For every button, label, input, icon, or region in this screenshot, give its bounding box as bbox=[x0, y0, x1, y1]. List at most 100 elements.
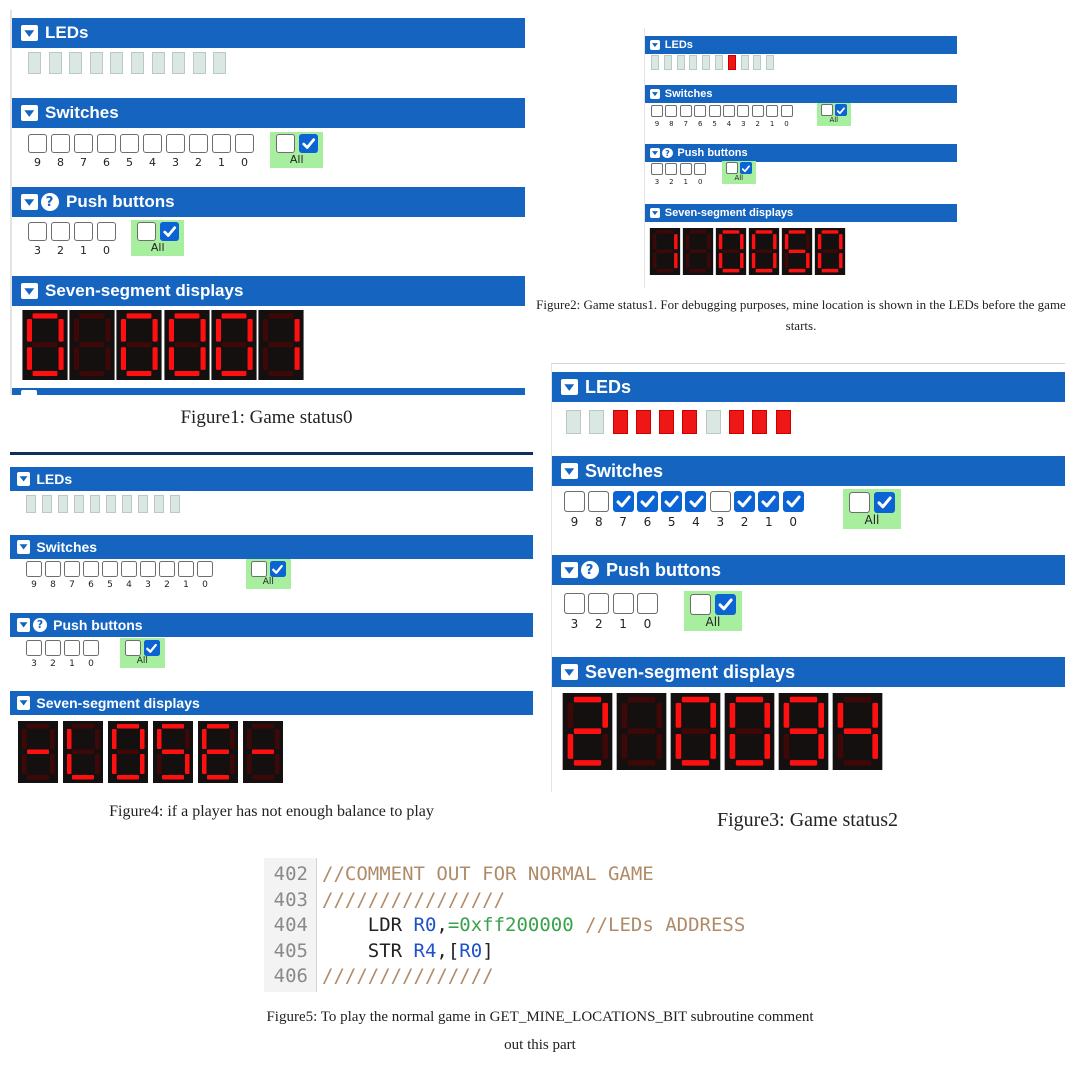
switch-0-checkbox[interactable] bbox=[235, 134, 254, 153]
switch-8-checkbox[interactable] bbox=[588, 491, 610, 512]
switch-0-checkbox[interactable] bbox=[197, 561, 213, 577]
switch-2-checkbox[interactable] bbox=[734, 491, 756, 512]
push-button-0-checkbox[interactable] bbox=[83, 640, 99, 656]
collapse-toggle-chevron-down-icon[interactable] bbox=[561, 378, 578, 396]
switches-all-on-checkbox[interactable] bbox=[873, 491, 895, 513]
push-buttons-all-on-checkbox[interactable] bbox=[143, 639, 160, 656]
switch-4-checkbox[interactable] bbox=[121, 561, 137, 577]
switch-7-checkbox[interactable] bbox=[612, 491, 634, 512]
switch-4-checkbox[interactable] bbox=[685, 491, 707, 512]
switches-all-off-checkbox[interactable] bbox=[250, 560, 267, 577]
push-buttons-all-on-checkbox[interactable] bbox=[739, 162, 752, 175]
switch-1-checkbox[interactable] bbox=[178, 561, 194, 577]
push-buttons-all-off-checkbox[interactable] bbox=[136, 222, 156, 242]
next-section-header[interactable] bbox=[12, 388, 525, 395]
push-buttons-header[interactable]: ?Push buttons bbox=[10, 613, 533, 637]
push-buttons-all-on-checkbox[interactable] bbox=[159, 222, 179, 242]
leds-header[interactable]: LEDs bbox=[10, 467, 533, 491]
switch-9-checkbox[interactable] bbox=[26, 561, 42, 577]
seven-segment-header[interactable]: Seven-segment displays bbox=[12, 276, 525, 306]
switches-all-off-checkbox[interactable] bbox=[820, 104, 833, 117]
switch-2-checkbox[interactable] bbox=[189, 134, 208, 153]
switches-all-on-checkbox[interactable] bbox=[834, 104, 847, 117]
push-button-3-checkbox[interactable] bbox=[651, 163, 663, 175]
switch-9-checkbox[interactable] bbox=[651, 105, 663, 117]
switch-7-checkbox[interactable] bbox=[64, 561, 80, 577]
collapse-toggle-chevron-down-icon[interactable] bbox=[650, 148, 661, 158]
switch-8-checkbox[interactable] bbox=[665, 105, 678, 117]
switch-1-checkbox[interactable] bbox=[758, 491, 780, 512]
switch-1-checkbox[interactable] bbox=[766, 105, 779, 117]
push-buttons-header[interactable]: ?Push buttons bbox=[645, 144, 957, 162]
push-button-0-checkbox[interactable] bbox=[636, 593, 658, 614]
push-button-3-checkbox[interactable] bbox=[28, 222, 47, 241]
collapse-toggle-chevron-down-icon[interactable] bbox=[561, 462, 578, 480]
collapse-toggle-chevron-down-icon[interactable] bbox=[650, 208, 661, 218]
switches-all-on-checkbox[interactable] bbox=[269, 560, 286, 577]
switch-3-checkbox[interactable] bbox=[166, 134, 185, 153]
switch-0-checkbox[interactable] bbox=[780, 105, 793, 117]
switch-2-checkbox[interactable] bbox=[751, 105, 764, 117]
collapse-toggle-chevron-down-icon[interactable] bbox=[21, 24, 38, 42]
switches-header[interactable]: Switches bbox=[10, 535, 533, 559]
switch-8-checkbox[interactable] bbox=[51, 134, 70, 153]
push-buttons-all-off-checkbox[interactable] bbox=[725, 162, 738, 175]
collapse-toggle-chevron-down-icon[interactable] bbox=[561, 561, 578, 579]
leds-header[interactable]: LEDs bbox=[12, 18, 525, 48]
collapse-toggle-chevron-down-icon[interactable] bbox=[21, 282, 38, 300]
push-button-2-checkbox[interactable] bbox=[45, 640, 61, 656]
switches-header[interactable]: Switches bbox=[645, 85, 957, 103]
collapse-toggle-chevron-down-icon[interactable] bbox=[17, 472, 31, 486]
push-button-3-checkbox[interactable] bbox=[564, 593, 585, 614]
help-icon[interactable]: ? bbox=[662, 147, 673, 159]
push-button-1-checkbox[interactable] bbox=[74, 222, 93, 241]
switch-4-checkbox[interactable] bbox=[722, 105, 735, 117]
switches-header[interactable]: Switches bbox=[552, 456, 1065, 486]
switch-2-checkbox[interactable] bbox=[159, 561, 175, 577]
seven-segment-header[interactable]: Seven-segment displays bbox=[10, 691, 533, 715]
push-buttons-all-on-checkbox[interactable] bbox=[714, 593, 736, 615]
switch-6-checkbox[interactable] bbox=[636, 491, 658, 512]
push-button-2-checkbox[interactable] bbox=[51, 222, 70, 241]
push-buttons-header[interactable]: ?Push buttons bbox=[552, 555, 1065, 585]
push-button-2-checkbox[interactable] bbox=[665, 163, 678, 175]
push-button-0-checkbox[interactable] bbox=[97, 222, 116, 241]
leds-header[interactable]: LEDs bbox=[645, 36, 957, 54]
switch-4-checkbox[interactable] bbox=[143, 134, 162, 153]
collapse-toggle-chevron-down-icon[interactable] bbox=[561, 663, 578, 681]
switch-8-checkbox[interactable] bbox=[45, 561, 61, 577]
push-button-1-checkbox[interactable] bbox=[612, 593, 634, 614]
help-icon[interactable]: ? bbox=[40, 193, 59, 211]
switch-5-checkbox[interactable] bbox=[708, 105, 721, 117]
switch-3-checkbox[interactable] bbox=[140, 561, 156, 577]
push-button-0-checkbox[interactable] bbox=[694, 163, 707, 175]
push-button-1-checkbox[interactable] bbox=[679, 163, 692, 175]
seven-segment-header[interactable]: Seven-segment displays bbox=[645, 204, 957, 222]
push-buttons-all-off-checkbox[interactable] bbox=[690, 593, 712, 615]
switch-3-checkbox[interactable] bbox=[709, 491, 731, 512]
push-button-3-checkbox[interactable] bbox=[26, 640, 42, 656]
switch-5-checkbox[interactable] bbox=[102, 561, 118, 577]
collapse-toggle-chevron-down-icon[interactable] bbox=[21, 104, 38, 122]
switch-6-checkbox[interactable] bbox=[83, 561, 99, 577]
switch-7-checkbox[interactable] bbox=[679, 105, 692, 117]
switch-6-checkbox[interactable] bbox=[694, 105, 707, 117]
seven-segment-header[interactable]: Seven-segment displays bbox=[552, 657, 1065, 687]
switch-3-checkbox[interactable] bbox=[737, 105, 750, 117]
switches-header[interactable]: Switches bbox=[12, 98, 525, 128]
switch-1-checkbox[interactable] bbox=[212, 134, 231, 153]
collapse-toggle-chevron-down-icon[interactable] bbox=[650, 89, 661, 99]
switch-5-checkbox[interactable] bbox=[120, 134, 139, 153]
collapse-toggle-chevron-down-icon[interactable] bbox=[21, 390, 37, 395]
push-button-2-checkbox[interactable] bbox=[588, 593, 610, 614]
help-icon[interactable]: ? bbox=[32, 617, 48, 633]
collapse-toggle-chevron-down-icon[interactable] bbox=[21, 193, 38, 211]
switch-9-checkbox[interactable] bbox=[28, 134, 47, 153]
help-icon[interactable]: ? bbox=[580, 561, 599, 579]
switch-9-checkbox[interactable] bbox=[564, 491, 585, 512]
switch-5-checkbox[interactable] bbox=[661, 491, 683, 512]
collapse-toggle-chevron-down-icon[interactable] bbox=[17, 696, 31, 710]
switches-all-off-checkbox[interactable] bbox=[849, 491, 871, 513]
switches-all-on-checkbox[interactable] bbox=[298, 134, 318, 154]
switch-7-checkbox[interactable] bbox=[74, 134, 93, 153]
